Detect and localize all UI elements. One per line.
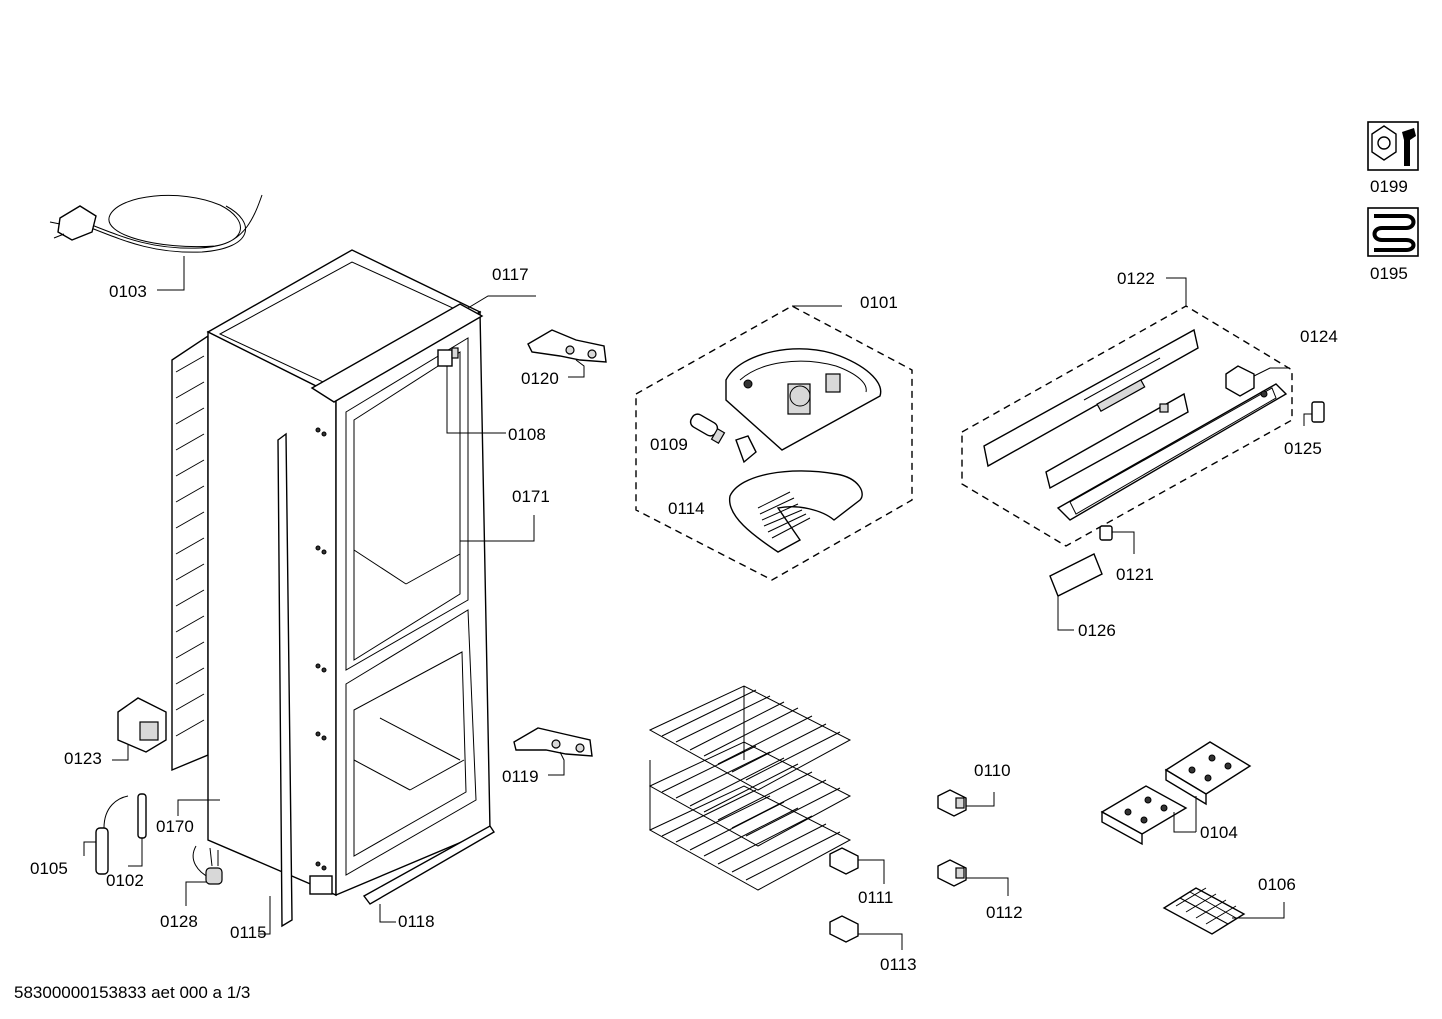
label-0111[interactable]: 0111 [858,888,893,907]
condenser-grid [175,355,205,737]
label-0110[interactable]: 0110 [974,761,1011,780]
label-0101[interactable]: 0101 [860,293,898,312]
label-0120[interactable]: 0120 [521,369,559,388]
filter-drier-part-0105[interactable] [95,795,129,875]
leader-0124 [1253,367,1290,377]
leader-0108 [446,366,506,434]
label-0195[interactable]: 0195 [1370,264,1408,283]
label-0112[interactable]: 0112 [986,903,1023,922]
document-code: 58300000153833 aet 000 a 1/3 [14,983,250,1002]
leader-0105 [83,841,96,856]
leader-0110 [966,792,995,807]
control-box-part-0123[interactable] [117,697,167,753]
seal-strip-part-0115[interactable] [277,432,293,928]
cover-part-0126[interactable] [1049,553,1103,597]
leader-0102 [128,838,143,867]
label-0124[interactable]: 0124 [1300,327,1338,346]
leader-0103 [157,256,185,291]
label-0117[interactable]: 0117 [492,265,529,284]
label-0103[interactable]: 0103 [109,282,147,301]
fan-assembly-group-0101 [635,305,913,581]
lamp-part-0109[interactable] [688,412,726,445]
leader-0113 [858,933,903,950]
plug-part-0124[interactable] [1225,365,1255,397]
label-0108[interactable]: 0108 [508,425,546,444]
shelf-top [648,685,852,791]
label-0109[interactable]: 0109 [650,435,688,454]
leader-0118 [379,904,396,923]
hinge-part-0120[interactable] [527,329,607,363]
leader-0123 [112,744,129,761]
lamp-socket-part [735,435,757,464]
label-0114[interactable]: 0114 [668,499,705,518]
shelf-support-part-0113[interactable] [829,915,859,943]
thermostat-part-0128[interactable] [192,845,223,885]
power-cord-part[interactable] [49,194,263,253]
wrench-nut-icon[interactable] [1367,121,1419,171]
leader-0106 [1232,902,1285,919]
label-0102[interactable]: 0102 [106,871,144,890]
label-0122[interactable]: 0122 [1117,269,1155,288]
hinge-part-0119[interactable] [513,727,593,757]
fan-cover-grille [757,491,811,539]
rail-lower-part[interactable] [1056,383,1288,521]
fan-housing-part[interactable] [725,348,882,451]
cold-pack-part-0104a[interactable] [1164,741,1252,806]
shelf-support-part-0110[interactable] [937,789,967,817]
leader-0111 [858,859,885,884]
label-0119[interactable]: 0119 [502,767,539,786]
leader-0115 [258,896,271,935]
cabinet-body-part[interactable] [171,249,491,897]
leader-0122 [1166,277,1187,306]
rail-middle-part[interactable] [1045,392,1189,490]
label-0128[interactable]: 0128 [160,912,198,931]
coil-pipe-icon[interactable] [1367,207,1419,257]
label-0106[interactable]: 0106 [1258,875,1296,894]
cold-pack-part-0104b[interactable] [1100,785,1188,846]
leader-0121 [1112,531,1135,554]
leader-0128 [185,881,206,906]
label-0113[interactable]: 0113 [880,955,917,974]
label-0118[interactable]: 0118 [398,912,435,931]
leader-0126 [1057,596,1074,631]
leader-0117 [467,295,536,309]
rail-upper-part[interactable] [983,328,1199,468]
label-0170[interactable]: 0170 [156,817,194,836]
leader-0112 [966,877,1009,896]
shelf-middle [648,741,852,847]
label-0105[interactable]: 0105 [30,859,68,878]
label-0123[interactable]: 0123 [64,749,102,768]
ice-tray-part-0106[interactable] [1162,887,1246,935]
shelf-bottom [648,760,852,891]
capillary-part-0102[interactable] [137,793,147,839]
leader-0104a [1173,812,1196,833]
label-0115[interactable]: 0115 [230,923,267,942]
label-0125[interactable]: 0125 [1284,439,1322,458]
label-0199[interactable]: 0199 [1370,177,1408,196]
clip-part-0121[interactable] [1099,525,1113,541]
shelf-support-part-0112[interactable] [937,859,967,887]
label-0121[interactable]: 0121 [1116,565,1154,584]
leader-0119 [548,751,565,776]
ice-tray-cells [1175,887,1237,925]
leader-0120 [568,359,585,378]
sensor-part-0108[interactable] [437,347,459,367]
label-0126[interactable]: 0126 [1078,621,1116,640]
label-0104[interactable]: 0104 [1200,823,1238,842]
shelf-support-part-0111[interactable] [829,847,859,875]
clip-part-0125[interactable] [1311,401,1325,423]
label-0171[interactable]: 0171 [512,487,550,506]
fan-cover-part-0114[interactable] [729,470,863,553]
leader-0170 [177,799,220,816]
wire-shelves-part[interactable] [648,685,852,891]
leader-0171 [460,515,535,542]
bottom-strip-part-0118[interactable] [362,825,495,905]
leader-0125 [1303,413,1312,426]
